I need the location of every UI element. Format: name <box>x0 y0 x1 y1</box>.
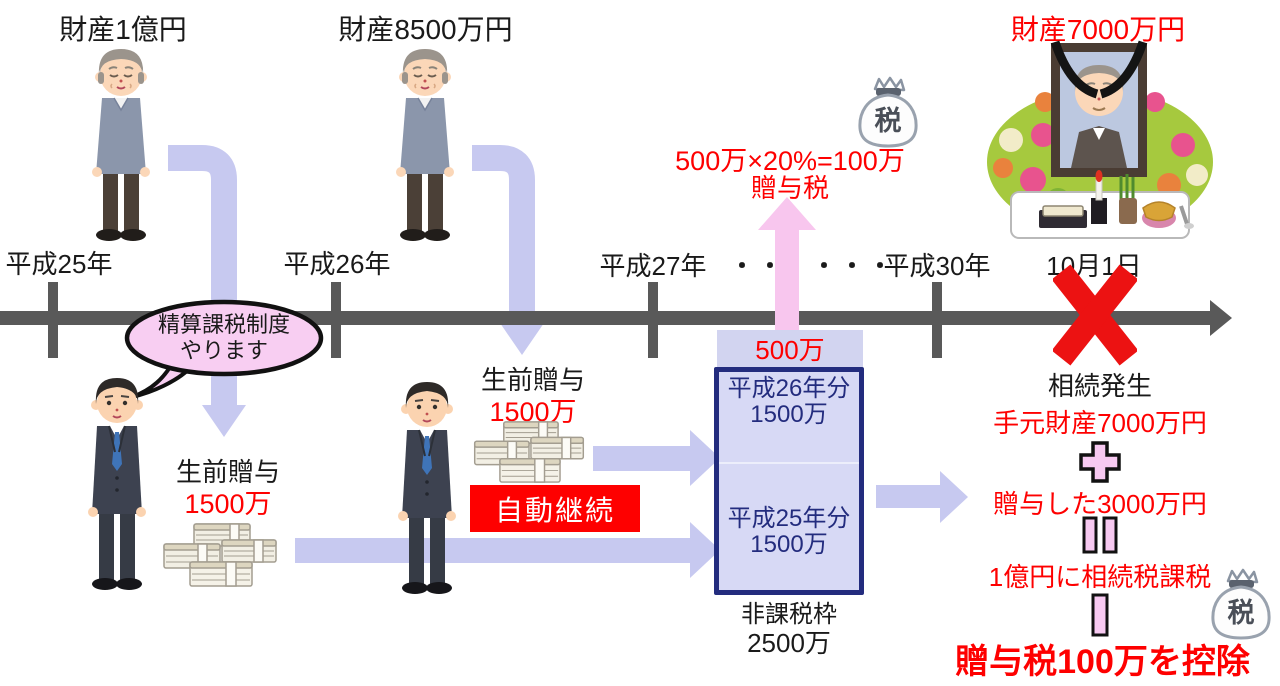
person2-asset-label: 財産8500万円 <box>338 14 513 45</box>
auto-continue-label: 自動継続 <box>494 494 615 526</box>
death-x-icon <box>1053 264 1137 366</box>
person1-asset-label: 財産1億円 <box>59 14 187 45</box>
businessman-illustration-2 <box>397 381 457 595</box>
exemption-box-divider <box>719 462 859 464</box>
gift-flow-arrow-2 <box>472 145 544 355</box>
plus-icon <box>1079 441 1121 483</box>
exemption-row-h26-year: 平成26年分 <box>727 375 851 402</box>
elderly-man-illustration-1 <box>91 48 151 242</box>
exemption-box: 平成26年分 1500万 平成25年分 1500万 <box>714 367 864 595</box>
inheritance-event-label: 相続発生 <box>1047 371 1152 401</box>
speech-bubble-line2: やります <box>179 338 268 363</box>
timeline-tick-h26 <box>331 282 341 358</box>
speech-bubble <box>124 299 324 399</box>
exemption-row-h25-year: 平成25年分 <box>727 505 851 532</box>
timeline-tick-h30 <box>932 282 942 358</box>
carryover-arrow-h25 <box>295 522 720 578</box>
funeral-altar-illustration <box>987 40 1213 239</box>
svg-text:税: 税 <box>1228 598 1255 628</box>
calc-line1: 手元財産7000万円 <box>993 408 1207 438</box>
businessman-illustration-1 <box>87 377 147 591</box>
money-stack-icon-1 <box>163 523 277 587</box>
timeline-arrowhead-icon <box>1210 300 1232 336</box>
auto-continue-badge: 自動継続 <box>470 485 640 532</box>
exemption-caption-line1: 非課税枠 <box>741 601 837 628</box>
timeline-label-h27: 平成27年 <box>599 251 707 281</box>
gift-flow-arrow-1 <box>168 145 246 437</box>
carryover-arrow-h26 <box>593 430 720 486</box>
speech-bubble-line1: 精算課税制度 <box>157 312 290 337</box>
exemption-overflow-label: 500万 <box>755 335 825 365</box>
exemption-row-h26-amount: 1500万 <box>750 401 828 428</box>
gift2-title: 生前贈与 <box>480 365 585 395</box>
equals-icon <box>1082 516 1118 554</box>
exemption-row-h25-amount: 1500万 <box>750 531 828 558</box>
gift-tax-formula: 500万×20%=100万 <box>675 146 905 176</box>
gift-tax-label: 贈与税 <box>750 173 829 203</box>
timeline-ellipsis-b: ・・・ <box>812 253 896 280</box>
timeline-tick-h25 <box>48 282 58 358</box>
gift1-title: 生前贈与 <box>175 457 280 487</box>
settlement-arrow <box>876 471 968 523</box>
gift1-amount: 1500万 <box>184 489 272 519</box>
timeline-ellipsis-a: ・・ <box>730 253 786 280</box>
tax-bag-icon-bottom: 税 <box>1211 568 1271 640</box>
svg-text:税: 税 <box>875 106 902 136</box>
tax-up-arrow <box>758 197 816 345</box>
calc-result: 贈与税100万を控除 <box>955 643 1250 681</box>
deduction-bar-icon <box>1091 593 1109 637</box>
calc-line2: 贈与した3000万円 <box>993 489 1207 519</box>
timeline-label-h26: 平成26年 <box>283 249 391 279</box>
exemption-caption-line2: 2500万 <box>747 628 831 658</box>
tax-bag-icon-top: 税 <box>858 76 918 148</box>
timeline-tick-h27 <box>648 282 658 358</box>
exemption-overflow-strip: 500万 <box>717 330 863 367</box>
deceased-asset-label: 財産7000万円 <box>1010 14 1186 45</box>
elderly-man-illustration-2 <box>395 48 455 242</box>
calc-line3: 1億円に相続税課税 <box>988 562 1212 592</box>
timeline-label-h30: 平成30年 <box>883 251 991 281</box>
money-stack-icon-2 <box>473 421 585 483</box>
timeline-label-h25: 平成25年 <box>5 249 113 279</box>
